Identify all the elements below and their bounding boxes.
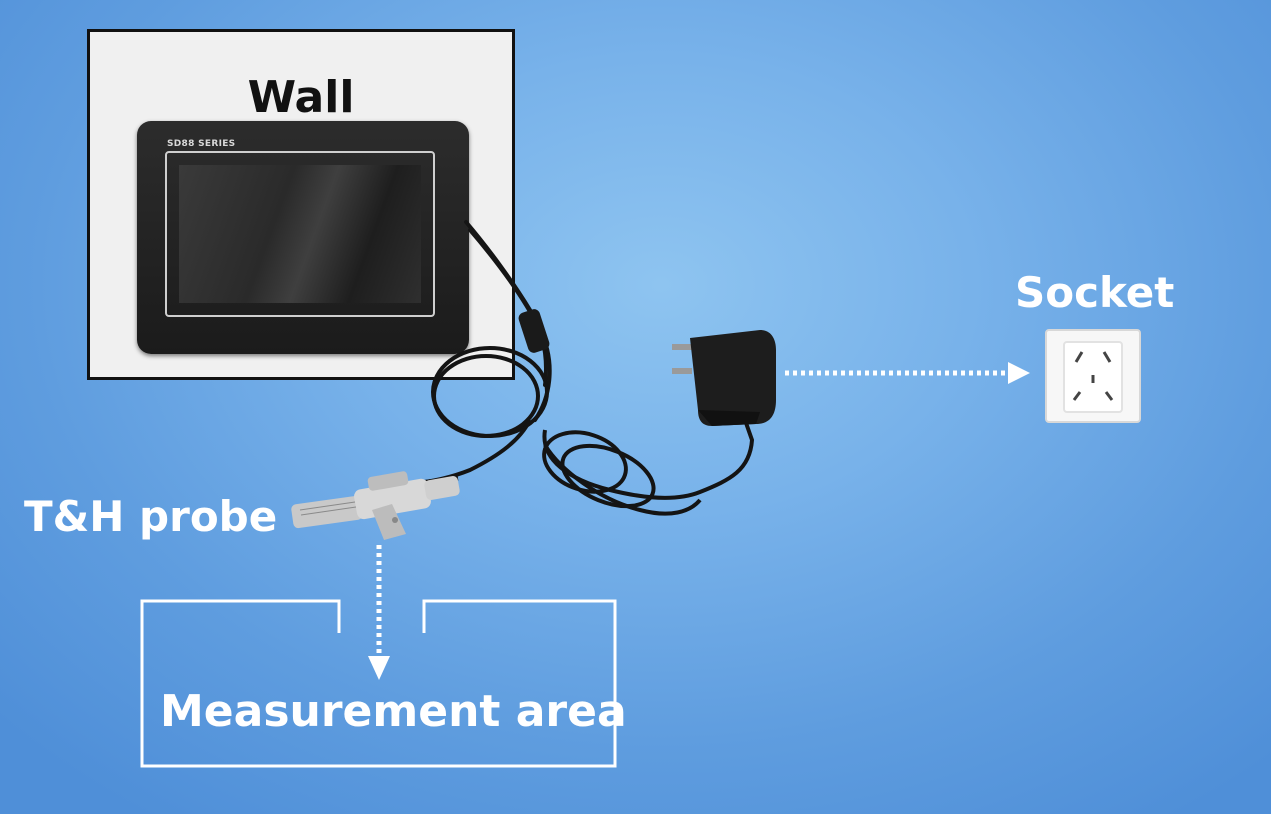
probe-to-area-arrow: [368, 545, 390, 680]
wall-socket-icon: [1045, 329, 1141, 423]
display-device: SD88 SERIES: [137, 121, 469, 354]
socket-label: Socket: [1015, 268, 1175, 317]
wall-label: Wall: [247, 72, 355, 123]
cable-connector: [518, 309, 550, 353]
power-adapter-icon: [672, 330, 776, 426]
cable-coil: [409, 346, 549, 486]
device-series-label: SD88 SERIES: [167, 139, 236, 149]
measurement-area-label: Measurement area: [160, 686, 627, 737]
th-probe-label: T&H probe: [24, 492, 278, 541]
device-screen: [179, 165, 421, 303]
device-screen-bezel: [165, 151, 435, 317]
adapter-to-socket-arrow: [785, 362, 1030, 384]
adapter-cable: [542, 419, 755, 516]
measurement-area-bracket: [140, 599, 617, 768]
th-probe-icon: [291, 471, 460, 540]
